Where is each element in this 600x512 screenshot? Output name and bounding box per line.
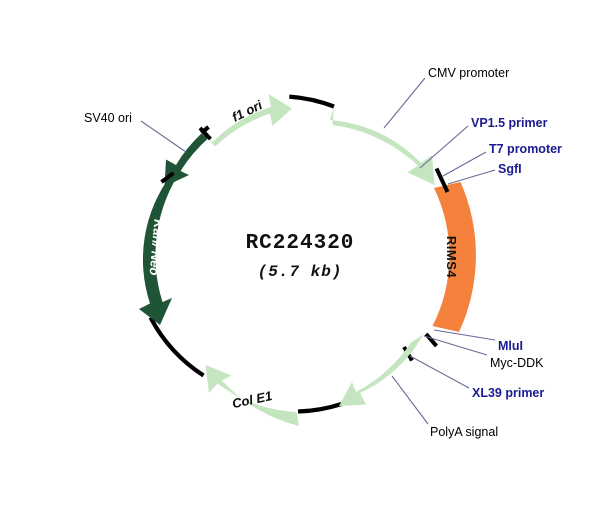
mlui-callout-label: MluI: [498, 339, 523, 353]
polya-signal-callout-label: PolyA signal: [430, 425, 499, 439]
sv40-ori-callout-label: SV40 ori: [84, 111, 132, 125]
feature-cmv-promoter: [330, 106, 435, 185]
leader-xl39-primer: [409, 355, 470, 389]
backbone-arc-top: [289, 94, 335, 109]
sgfi-site-tick: [434, 167, 450, 193]
feature-col-e1: Col E1: [205, 365, 299, 426]
f1-ori-arrow-body: [203, 94, 292, 147]
plasmid-size: (5.7 kb): [257, 263, 343, 281]
leader-mlui: [433, 329, 496, 341]
sv40-kan-join-tick: [160, 171, 175, 184]
cmv-promoter-arrow-body: [330, 106, 435, 185]
t7-promoter-callout-label: T7 promoter: [489, 142, 562, 156]
sv40-ori-arrow-body: [164, 133, 209, 187]
kan-neo-arrow-body: [139, 168, 183, 325]
vp15-primer-callout-label: VP1.5 primer: [471, 116, 548, 130]
polya-signal-arrow-body: [339, 334, 424, 406]
feature-f1-ori: f1 ori: [203, 94, 292, 147]
leader-cmv-promoter: [383, 77, 426, 129]
feature-sv40-ori: [164, 133, 209, 187]
sgfi-callout-label: SgfI: [498, 162, 522, 176]
leader-t7-promoter: [442, 151, 487, 177]
leader-lines: [140, 77, 496, 425]
col-e1-arrow-body: [205, 365, 299, 426]
backbone-arc-nw: [200, 125, 210, 135]
insert-segment-body: [432, 182, 476, 332]
insert-label: RIMS4: [444, 236, 459, 279]
feature-insert: RIMS4: [432, 182, 476, 332]
plasmid-name: RC224320: [245, 232, 355, 255]
backbone-arc-bottom: [297, 401, 343, 414]
leader-vp15-primer: [419, 125, 469, 169]
sv40-f1-join-tick: [198, 126, 212, 141]
cmv-promoter-callout-label: CMV promoter: [428, 66, 510, 80]
backbone-arc-lower-left: [148, 316, 205, 378]
xl39-primer-callout-label: XL39 primer: [472, 386, 545, 400]
leader-polya-signal: [391, 375, 429, 425]
feature-kan-neo: Kan/ Neo: [139, 168, 183, 325]
leader-sgfi: [447, 169, 496, 185]
leader-myc-ddk: [423, 335, 488, 356]
feature-join-ticks: [160, 126, 212, 184]
feature-polya-signal: [339, 334, 424, 406]
mlui-site-tick: [424, 332, 439, 348]
myc-ddk-callout-label: Myc-DDK: [490, 356, 544, 370]
kan-neo-label: Kan/ Neo: [147, 219, 167, 276]
leader-sv40-ori: [140, 120, 187, 153]
plasmid-backbone: [148, 94, 343, 414]
